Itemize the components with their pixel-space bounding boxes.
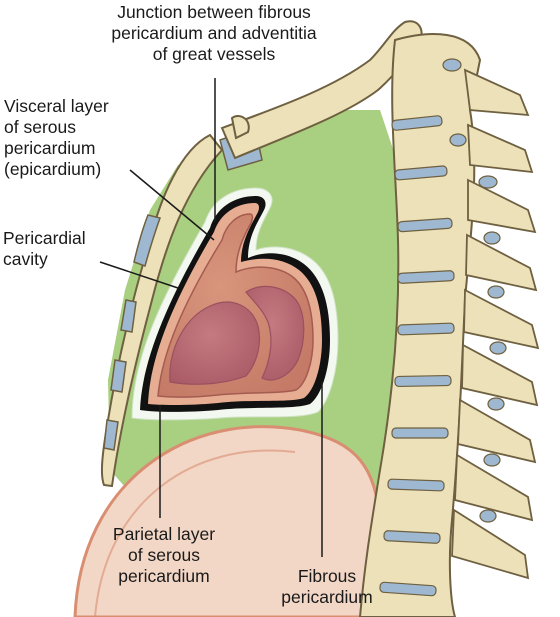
foramen (449, 133, 467, 147)
spinous-process (463, 68, 530, 117)
foramen (478, 175, 498, 189)
label-pericardial-cavity: Pericardial cavity (3, 228, 86, 269)
disc (383, 530, 441, 544)
foramen (489, 341, 507, 355)
diaphragm-inner-edge (94, 449, 296, 617)
first-rib (220, 20, 423, 160)
disc (394, 374, 452, 388)
foramen (483, 231, 501, 245)
foramen (487, 397, 505, 411)
label-visceral-layer: Visceral layer of serous pericardium (ep… (4, 96, 109, 179)
spinous-process (454, 453, 534, 522)
label-parietal-layer: Parietal layer of serous pericardium (112, 524, 216, 586)
foramen (479, 509, 497, 523)
disc (387, 478, 445, 492)
costal-cartilage-5 (103, 419, 119, 451)
label-fibrous-pericardium: Fibrous pericardium (281, 566, 373, 607)
disc (397, 322, 455, 336)
spinous-process (457, 398, 537, 464)
ventricle (169, 301, 261, 385)
foramen (487, 285, 505, 299)
spinous-process (467, 123, 534, 174)
costal-cartilage-4 (110, 359, 127, 393)
diaphragm (73, 425, 382, 617)
spinous-processes (451, 68, 540, 580)
disc (391, 115, 443, 131)
spinous-process (461, 343, 539, 407)
leader-lines (99, 78, 323, 557)
spinous-process (467, 178, 537, 234)
costal-cartilage-2 (133, 214, 161, 267)
vertebral-foramina (442, 58, 507, 523)
foramen (442, 58, 462, 72)
label-junction: Junction between fibrous pericardium and… (111, 2, 317, 64)
disc (394, 165, 448, 181)
spinous-process (465, 233, 538, 292)
spinous-process (463, 288, 540, 350)
disc (397, 217, 453, 233)
disc (379, 581, 437, 597)
spinous-process (451, 508, 530, 580)
disc (397, 270, 455, 284)
costal-cartilage-3 (120, 299, 137, 333)
disc (391, 427, 449, 439)
leader-cavity (99, 261, 179, 289)
clavicle-head (230, 114, 250, 140)
leader-visceral (129, 169, 215, 241)
atrium (245, 285, 305, 381)
foramen (483, 453, 501, 467)
intervertebral-discs (379, 115, 455, 597)
